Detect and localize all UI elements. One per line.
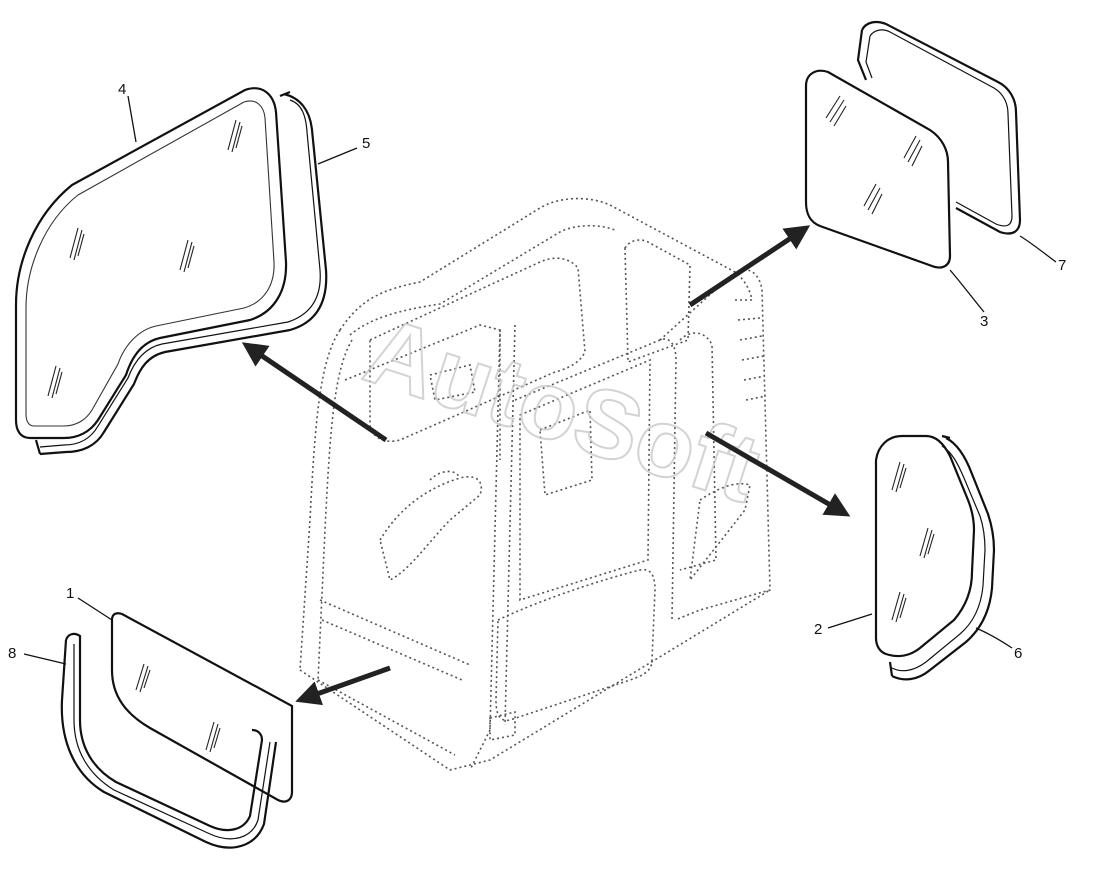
part-6-right-glass-seal [888, 434, 996, 681]
part-8-front-lower-glass-seal [60, 632, 278, 849]
part-4-left-side-glass [14, 87, 288, 440]
callout-4: 4 [118, 81, 126, 98]
part-2-right-side-glass [874, 434, 976, 658]
part-1-front-lower-glass [110, 612, 294, 803]
arrow-to-left-window [241, 342, 388, 443]
glass-hatch-icon [135, 663, 221, 753]
callout-1: 1 [66, 585, 74, 602]
arrow-to-front-lower-window [295, 665, 391, 706]
glass-hatch-icon [47, 119, 243, 399]
callout-6: 6 [1014, 645, 1022, 662]
glass-hatch-icon [825, 95, 923, 215]
arrow-to-rear-window [688, 225, 811, 308]
callout-5: 5 [362, 135, 370, 152]
part-3-rear-glass [804, 69, 952, 269]
callout-leaders [23, 95, 1057, 665]
watermark-text: AutoSoft [353, 296, 771, 523]
arrow-to-right-window [704, 430, 851, 517]
explosion-arrows [241, 225, 851, 706]
callout-8: 8 [8, 645, 16, 662]
glass-hatch-icon [891, 461, 935, 623]
callout-2: 2 [814, 621, 822, 638]
part-7-rear-glass-seal [856, 20, 1022, 235]
part-5-left-glass-seal [34, 90, 328, 456]
callout-7: 7 [1058, 257, 1066, 274]
callout-3: 3 [980, 313, 988, 330]
